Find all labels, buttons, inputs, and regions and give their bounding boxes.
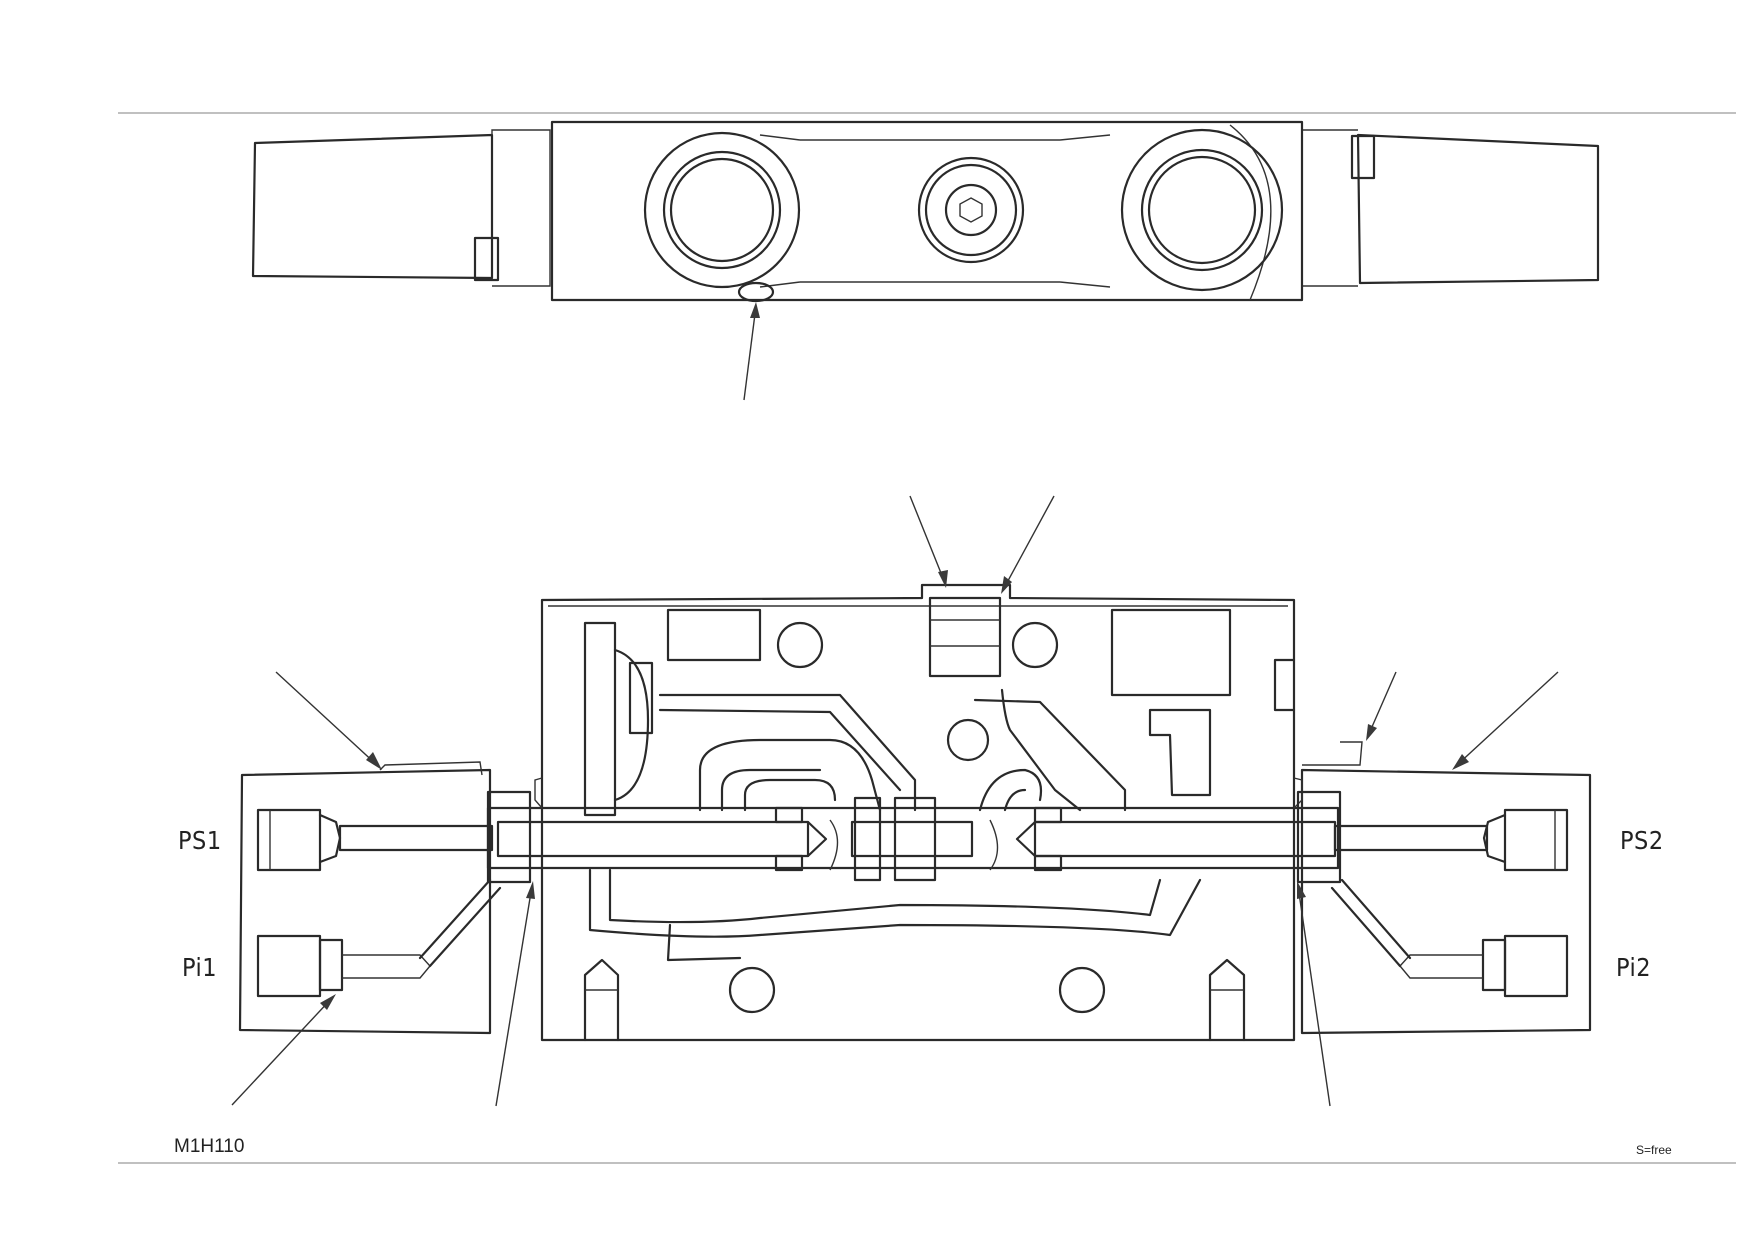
section-main-body (540, 583, 1296, 1042)
body-hole (1011, 621, 1059, 669)
left-rod (338, 824, 494, 852)
leader-pi1 (231, 997, 333, 1106)
leaders (231, 495, 1559, 1107)
leader-left-seal (495, 885, 533, 1107)
body-hole (946, 718, 990, 762)
top-right-port (1120, 128, 1284, 292)
section-right-housing (1300, 768, 1592, 1035)
pi1-plug (256, 878, 502, 998)
leader-right-notch (1367, 671, 1397, 737)
section-view (231, 495, 1592, 1107)
leader-top-plug (743, 305, 757, 401)
top-main-body (550, 120, 1304, 302)
top-left-port (643, 131, 801, 289)
body-hole (776, 621, 824, 669)
top-left-cap (251, 133, 494, 280)
leader-right-seal (1297, 885, 1331, 1107)
ps1-plug (256, 808, 342, 872)
drawing-code: M1H110 (174, 1136, 245, 1157)
body-hole (728, 966, 776, 1014)
leader-left-housing (275, 671, 379, 767)
label-ps1: PS1 (178, 826, 222, 855)
top-center-screw (917, 156, 1025, 264)
top-right-cap (1356, 133, 1600, 285)
left-disc (583, 621, 654, 817)
top-center-plug (928, 596, 1002, 678)
ps2-plug (1482, 808, 1569, 872)
label-pi2: Pi2 (1616, 953, 1652, 982)
pi2-plug (1330, 878, 1569, 998)
section-left-housing (238, 768, 492, 1035)
label-pi1: Pi1 (182, 953, 218, 982)
leader-top-left (909, 495, 946, 584)
body-hole (1058, 966, 1106, 1014)
top-bottom-plug (737, 281, 775, 303)
leader-top-right (1002, 495, 1055, 591)
right-rod (1333, 824, 1489, 852)
leader-right-housing (1455, 671, 1559, 767)
top-view (251, 120, 1600, 401)
scale-note: S=free (1636, 1143, 1672, 1157)
label-ps2: PS2 (1620, 826, 1664, 855)
